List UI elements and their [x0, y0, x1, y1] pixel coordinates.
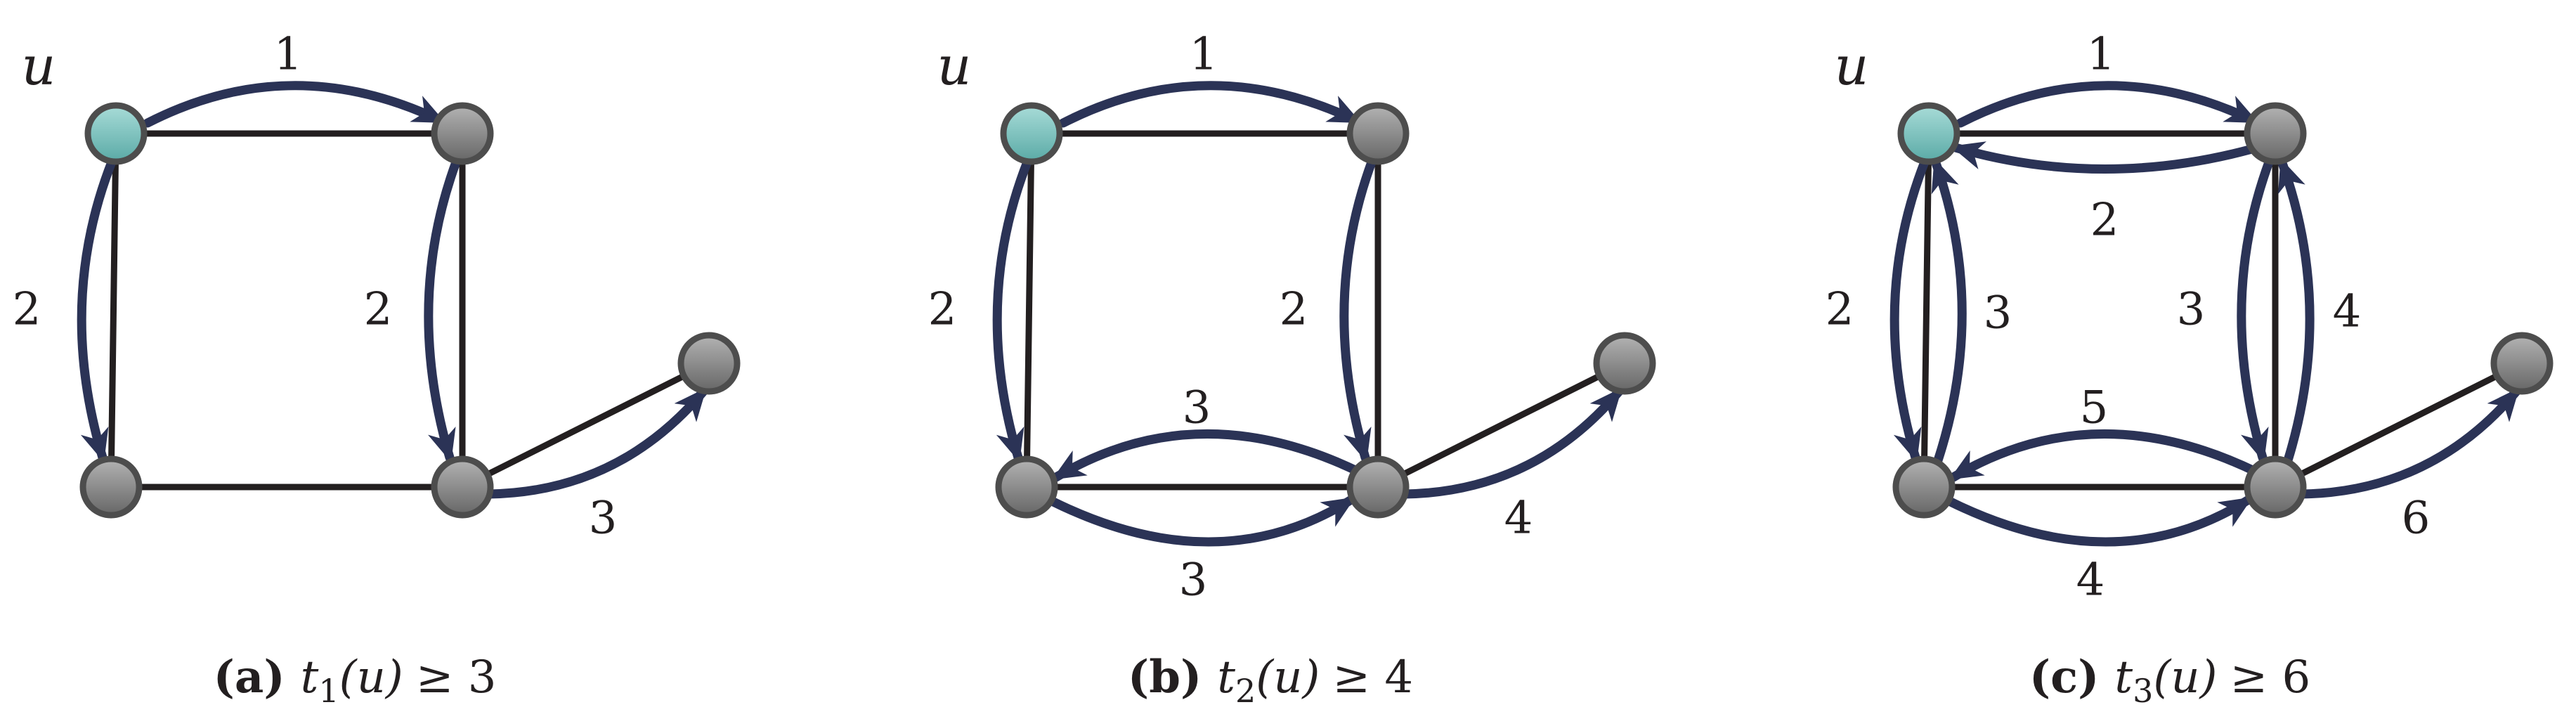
node-p — [677, 332, 741, 395]
node-br — [2244, 455, 2307, 519]
arc-tl-tr — [1956, 81, 2259, 128]
arc-br-p — [2297, 387, 2521, 499]
caption-tag: (b) — [1128, 651, 1202, 704]
node-label-u: u — [937, 34, 972, 97]
arc-tl-tr — [1058, 81, 1362, 128]
caption-relation: ≥ 3 — [416, 652, 497, 704]
node-bl — [79, 455, 143, 519]
caption-t: t — [1217, 652, 1235, 704]
arc-label-br-bl: 5 — [2080, 382, 2109, 434]
node-label-u: u — [22, 34, 56, 97]
edge-br-p — [1374, 360, 1628, 491]
arc-tr-tl — [1951, 141, 2257, 174]
node-bl — [995, 455, 1058, 519]
arc-label-tl-bl: 2 — [928, 284, 957, 336]
node-bl — [1892, 455, 1956, 519]
edge-tl-bl — [108, 130, 119, 491]
caption-tag: (a) — [214, 651, 285, 704]
caption-relation: ≥ 4 — [1332, 652, 1413, 704]
arc-label-br-p: 4 — [1504, 493, 1533, 545]
caption-subscript: 3 — [2133, 672, 2153, 710]
arc-tr-br — [424, 155, 462, 462]
caption-relation: ≥ 6 — [2230, 652, 2311, 704]
arc-bl-tl — [1931, 158, 1967, 465]
node-p — [1593, 332, 1656, 395]
node-source-u — [1000, 102, 1063, 165]
node-br — [431, 455, 494, 519]
arc-br-bl — [1949, 429, 2260, 482]
node-tr — [1346, 102, 1410, 165]
caption-subscript: 1 — [318, 672, 339, 710]
arc-br-p — [1400, 387, 1624, 499]
edge-br-p — [459, 360, 713, 491]
caption-t: t — [301, 652, 319, 704]
arc-label-tr-br: 2 — [364, 284, 393, 336]
arc-bl-br — [1944, 495, 2253, 547]
edge-tl-bl — [1023, 130, 1035, 491]
caption-tag: (c) — [2029, 651, 2100, 704]
edge-br-p — [2272, 360, 2525, 491]
node-p — [2490, 332, 2554, 395]
arc-tl-tr — [143, 81, 446, 128]
arc-bl-br — [1047, 495, 1356, 547]
arc-label-tl-tr: 1 — [274, 29, 303, 81]
arc-label-br-tr: 4 — [2333, 286, 2362, 338]
caption-t: t — [2114, 652, 2133, 704]
node-source-u — [84, 102, 148, 165]
arc-label-tl-tr: 1 — [1190, 29, 1218, 81]
arc-tl-bl — [992, 155, 1033, 462]
caption-b: (b) t2(u)≥ 4 — [1128, 651, 1413, 710]
arc-label-br-bl: 3 — [1183, 382, 1211, 434]
caption-argument: (u) — [2153, 652, 2217, 704]
caption-c: (c) t3(u)≥ 6 — [2029, 651, 2310, 710]
caption-subscript: 2 — [1235, 672, 1256, 710]
node-source-u — [1897, 102, 1960, 165]
caption-a: (a) t1(u)≥ 3 — [214, 651, 497, 710]
arc-label-bl-br: 3 — [1179, 555, 1208, 607]
arc-label-tl-bl: 2 — [1826, 284, 1854, 336]
arc-br-tr — [2277, 158, 2315, 465]
arc-tr-br — [1339, 155, 1377, 462]
arc-tl-bl — [77, 155, 117, 462]
node-br — [1346, 455, 1410, 519]
arc-tl-bl — [1889, 155, 1930, 462]
arc-label-tl-bl: 2 — [13, 284, 41, 336]
arc-label-br-p: 6 — [2402, 493, 2431, 545]
arc-label-tr-br: 3 — [2177, 284, 2206, 336]
arc-tr-br — [2237, 155, 2275, 462]
node-tr — [2244, 102, 2307, 165]
arc-label-tr-br: 2 — [1280, 284, 1308, 336]
arc-label-tl-tr: 1 — [2087, 29, 2116, 81]
arc-br-p — [484, 387, 708, 499]
arc-label-br-p: 3 — [589, 493, 618, 545]
arc-label-tr-tl: 2 — [2090, 195, 2119, 247]
arc-label-bl-br: 4 — [2076, 555, 2105, 607]
caption-argument: (u) — [1256, 652, 1320, 704]
arc-label-bl-tl: 3 — [1984, 287, 2012, 339]
arc-br-bl — [1051, 429, 1363, 482]
node-tr — [431, 102, 494, 165]
edge-tl-bl — [1920, 130, 1932, 491]
caption-argument: (u) — [339, 652, 403, 704]
node-label-u: u — [1835, 34, 1869, 97]
